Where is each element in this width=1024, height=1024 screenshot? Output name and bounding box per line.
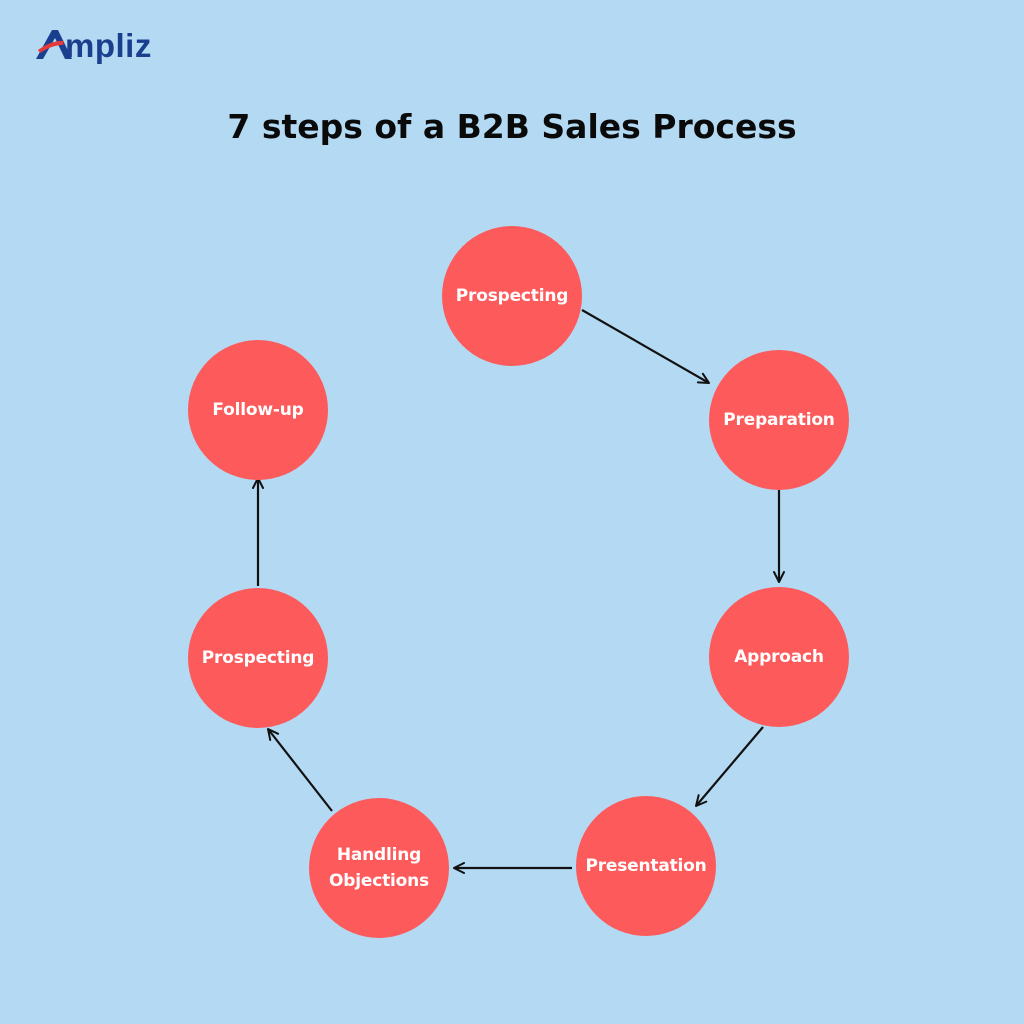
- step-approach: Approach: [709, 587, 849, 727]
- step-label: Preparation: [723, 410, 835, 430]
- step-label: Follow-up: [212, 400, 304, 420]
- step-label: Presentation: [585, 856, 707, 876]
- diagram-title: 7 steps of a B2B Sales Process: [227, 107, 797, 146]
- step-prospecting: Prospecting: [442, 226, 582, 366]
- step-presentation: Presentation: [576, 796, 716, 936]
- ampliz-logo-text: mpliz: [65, 27, 152, 64]
- step-handling-objections: Handling Objections: [309, 798, 449, 938]
- step-label: Handling Objections: [329, 845, 429, 891]
- arrow-approach-to-presentation: [695, 726, 764, 807]
- step-follow-up: Follow-up: [188, 340, 328, 480]
- step-prospecting-second: Prospecting: [188, 588, 328, 728]
- arrow-handling-objections-to-prospecting: [267, 728, 333, 812]
- step-preparation: Preparation: [709, 350, 849, 490]
- step-label: Prospecting: [455, 286, 569, 306]
- ampliz-logo-mark-icon: [36, 30, 72, 59]
- step-label: Approach: [734, 647, 824, 667]
- ampliz-logo: mpliz: [34, 22, 179, 70]
- step-label: Prospecting: [201, 648, 315, 668]
- arrow-prospecting-to-preparation: [581, 309, 710, 384]
